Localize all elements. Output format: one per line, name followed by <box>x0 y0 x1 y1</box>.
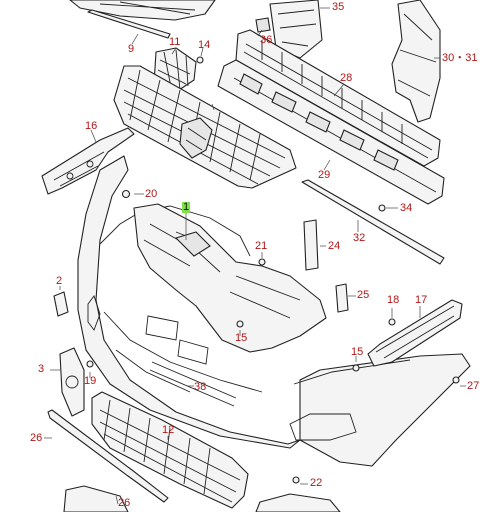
callout-16[interactable]: 16 <box>85 120 98 132</box>
part-26-lower-strip <box>47 409 169 503</box>
callout-1[interactable]: 1 <box>182 201 191 213</box>
callout-22[interactable]: 22 <box>310 477 323 489</box>
part-17-side-bracket <box>367 299 463 367</box>
callout-27[interactable]: 27 <box>467 380 480 392</box>
bumper-cover <box>77 155 471 467</box>
callout-2[interactable]: 2 <box>56 275 63 287</box>
part-27-clip <box>452 376 460 384</box>
callout-29[interactable]: 29 <box>318 169 331 181</box>
part-36-clip <box>255 17 271 33</box>
part-19-clip <box>86 360 94 368</box>
callout-28[interactable]: 28 <box>340 72 353 84</box>
part-20-clip <box>121 189 131 199</box>
callout-19[interactable]: 19 <box>84 375 97 387</box>
callout-38[interactable]: 38 <box>194 381 207 393</box>
leader-lines <box>44 7 466 505</box>
callout-17[interactable]: 17 <box>415 294 428 306</box>
part-9-molding-strip <box>87 9 171 39</box>
part-30-31-side-bracket <box>391 0 441 123</box>
part-22-clip <box>292 476 300 484</box>
callout-20[interactable]: 20 <box>145 188 158 200</box>
part-25-spacer <box>335 283 349 313</box>
fog-lamp-bezel <box>255 493 341 512</box>
callout-35[interactable]: 35 <box>332 1 345 13</box>
callout-36[interactable]: 36 <box>260 34 273 46</box>
part-18-clip <box>388 318 396 326</box>
lower-bracket-fragment <box>63 485 129 512</box>
part-15-clip <box>352 364 360 372</box>
part-14-clip <box>196 56 204 64</box>
part-15b-clip <box>236 320 244 328</box>
part-1-inner-bracket <box>133 203 327 353</box>
part-21-clip <box>258 258 266 266</box>
callout-3[interactable]: 3 <box>38 363 45 375</box>
part-34-clip <box>378 204 386 212</box>
part-2-cover <box>53 291 69 317</box>
part-35-absorber-bracket <box>269 0 323 59</box>
callout-21[interactable]: 21 <box>255 240 268 252</box>
upper-grille-fragment <box>69 0 216 21</box>
callout-15-right[interactable]: 15 <box>351 346 364 358</box>
part-24-spacer <box>303 219 319 271</box>
callout-26-left[interactable]: 26 <box>30 432 43 444</box>
callout-25[interactable]: 25 <box>357 289 370 301</box>
callout-14[interactable]: 14 <box>198 39 211 51</box>
callout-15-center[interactable]: 15 <box>235 332 248 344</box>
part-32-lower-strip <box>301 179 445 265</box>
part-3-side-bracket <box>59 347 85 417</box>
callout-9[interactable]: 9 <box>128 43 135 55</box>
callout-24[interactable]: 24 <box>328 240 341 252</box>
callout-11[interactable]: 11 <box>169 36 181 48</box>
callout-12[interactable]: 12 <box>162 424 175 436</box>
callout-18[interactable]: 18 <box>387 294 400 306</box>
callout-32[interactable]: 32 <box>353 232 366 244</box>
callout-34[interactable]: 34 <box>400 202 413 214</box>
callout-26-bottom[interactable]: 26 <box>118 497 131 509</box>
callout-30-31[interactable]: 30・31 <box>442 52 478 64</box>
